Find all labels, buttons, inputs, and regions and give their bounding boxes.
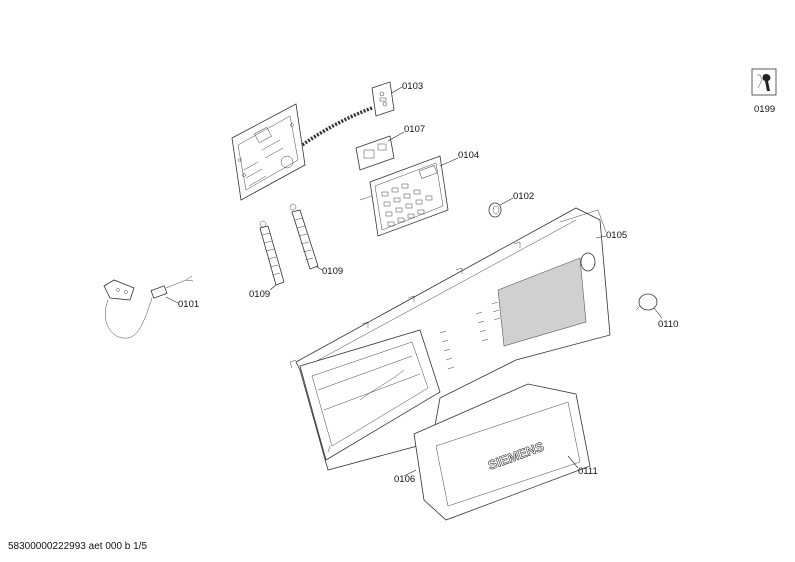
part-0104-control-module — [359, 155, 449, 237]
part-main-pcb — [231, 103, 306, 201]
part-0103-small-pcb — [371, 81, 395, 117]
part-0109-light-guide-right — [289, 203, 319, 270]
part-0105-control-panel — [289, 207, 611, 471]
label-0104: 0104 — [458, 150, 479, 161]
wrench-service-icon — [751, 68, 777, 96]
label-0199: 0199 — [754, 104, 775, 115]
label-0102: 0102 — [513, 191, 534, 202]
label-0109-left: 0109 — [249, 289, 270, 300]
label-0106: 0106 — [394, 474, 415, 485]
part-0101-power-cable — [103, 275, 194, 339]
part-0102-knob-ring — [488, 202, 502, 218]
detergent-drawer-opening — [299, 329, 441, 461]
label-0101: 0101 — [178, 299, 199, 310]
wire-harness — [293, 106, 373, 152]
label-0110: 0110 — [658, 319, 678, 330]
part-0110-selector-knob — [635, 293, 658, 311]
part-0107-display-board — [355, 135, 395, 171]
label-0103: 0103 — [402, 81, 423, 92]
document-footer-id: 58300000222993 aet 000 b 1/5 — [8, 541, 148, 552]
part-0106-drawer-cover — [413, 383, 591, 521]
label-0111: 0111 — [578, 466, 598, 477]
label-0107: 0107 — [404, 124, 425, 135]
part-0109-light-guide-left — [259, 220, 285, 286]
label-0105: 0105 — [606, 230, 627, 241]
label-0109-right: 0109 — [322, 266, 343, 277]
